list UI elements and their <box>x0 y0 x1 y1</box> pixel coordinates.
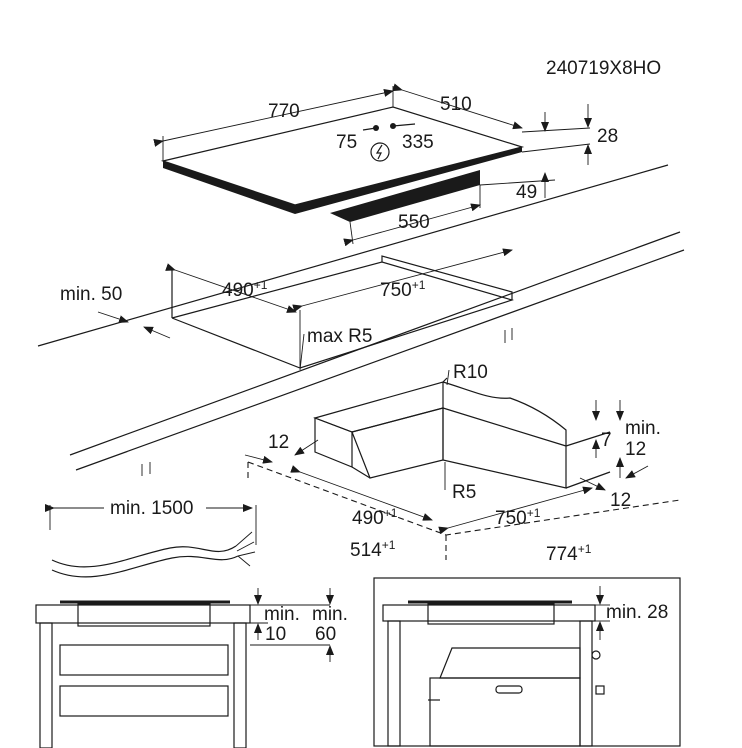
cutout-frame <box>313 377 611 489</box>
hob-glass-edge <box>163 147 522 214</box>
hob-drawing <box>160 106 525 222</box>
frame-min-label: min. <box>625 418 661 439</box>
cable-length-label: min. 1500 <box>110 498 193 519</box>
install-left <box>35 588 334 748</box>
min-edge-label: min. 50 <box>60 284 122 305</box>
frame-edge-left: 12 <box>268 432 289 453</box>
hob-glass-top <box>160 106 525 206</box>
frame-edge-right: 12 <box>610 490 631 511</box>
box-width-label: 550 <box>398 212 430 233</box>
connection-offset-335: 335 <box>402 132 434 153</box>
power-cable <box>51 531 256 578</box>
frame-outer-width: 774+1 <box>546 542 592 565</box>
box-height-label: 49 <box>516 182 537 203</box>
frame-outer-depth: 514+1 <box>350 538 396 561</box>
install-right <box>373 577 681 747</box>
cutout-width-label: 750+1 <box>380 278 426 301</box>
frame-min-value: 12 <box>625 439 646 460</box>
hob-width-label: 770 <box>268 101 300 122</box>
install-left-min-b: min. <box>312 604 348 625</box>
hob-thickness-label: 28 <box>597 126 618 147</box>
frame-inner-depth: 490+1 <box>352 506 398 529</box>
frame-height-label: 7 <box>601 430 612 451</box>
install-left-val-a: 10 <box>265 624 286 645</box>
model-code: 240719X8HO <box>546 58 661 79</box>
install-right-gap: min. 28 <box>606 602 668 623</box>
install-left-val-b: 60 <box>315 624 336 645</box>
cutout-depth-label: 490+1 <box>222 278 268 301</box>
frame-radius-10: R10 <box>453 362 488 383</box>
frame-inner-width: 750+1 <box>495 506 541 529</box>
install-left-min-a: min. <box>264 604 300 625</box>
hob-depth-label: 510 <box>440 94 472 115</box>
frame-radius-5: R5 <box>452 482 476 503</box>
connection-offset-75: 75 <box>336 132 357 153</box>
cutout-radius-label: max R5 <box>307 326 372 347</box>
power-connection-icon <box>370 142 390 162</box>
